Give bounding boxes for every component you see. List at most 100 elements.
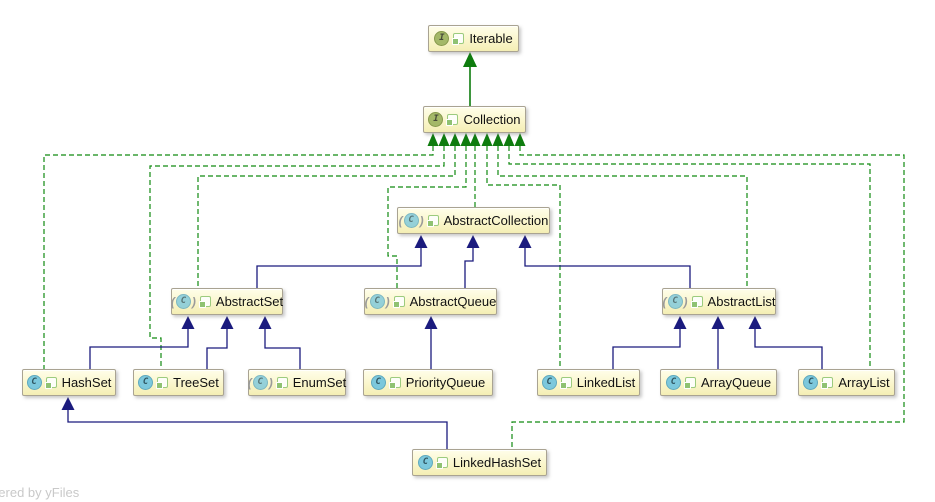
class-node-linkedlist[interactable]: C LinkedList [537, 369, 640, 396]
class-name-label: LinkedHashSet [452, 455, 542, 470]
class-node-priorityqueue[interactable]: C PriorityQueue [363, 369, 493, 396]
edge-abstractqueue-implements-collection [387, 146, 467, 288]
edge-arraylist-extends-abstractlist [754, 328, 823, 369]
edge-hashset-implements-collection [43, 146, 434, 369]
arrowhead-row-collection [427, 133, 526, 146]
class-node-abstractset[interactable]: ( C) AbstractSet [171, 288, 283, 315]
edge-abstractlist-extends-abstractcollection [524, 247, 691, 288]
extends-arrowheads [61, 235, 762, 410]
class-node-arraylist[interactable]: C ArrayList [798, 369, 895, 396]
class-name-label: PriorityQueue [405, 375, 486, 390]
edge-linkedhashset-extends-hashset [67, 409, 448, 449]
expand-toggle-icon[interactable] [156, 377, 169, 389]
class-icon-letter: C [374, 296, 380, 306]
expand-toggle-icon[interactable] [388, 377, 401, 389]
abstract-paren-left: ( [364, 294, 369, 309]
abstract-paren-right: ) [191, 294, 196, 309]
class-icon: C [417, 455, 433, 470]
abstract-paren-right: ) [385, 294, 390, 309]
edge-hashset-extends-abstractset [89, 328, 189, 369]
class-node-iterable[interactable]: I Iterable [428, 25, 519, 52]
edge-treeset-extends-abstractset [206, 328, 228, 369]
class-icon: C [26, 375, 42, 390]
class-name-label: ArrayQueue [700, 375, 772, 390]
yfiles-watermark: Powered by yFiles [0, 484, 120, 501]
abstract-class-icon: ( C) [663, 294, 688, 309]
yfiles-watermark-text: Powered by yFiles [0, 485, 80, 500]
class-node-enumset[interactable]: ( C) EnumSet [248, 369, 346, 396]
abstract-paren-left: ( [247, 375, 252, 390]
class-name-label: AbstractCollection [443, 213, 549, 228]
class-node-arrayqueue[interactable]: C ArrayQueue [660, 369, 777, 396]
expand-toggle-icon[interactable] [44, 377, 57, 389]
expand-toggle-icon[interactable] [275, 377, 288, 389]
class-icon-letter: C [408, 215, 414, 225]
edge-linkedhashset-implements-collection [511, 146, 905, 449]
class-name-label: AbstractList [707, 294, 776, 309]
interface-icon: I [434, 31, 450, 46]
class-node-hashset[interactable]: C HashSet [22, 369, 116, 396]
class-name-label: ArrayList [838, 375, 890, 390]
abstract-paren-left: ( [398, 213, 403, 228]
expand-toggle-icon[interactable] [559, 377, 572, 389]
class-node-collection[interactable]: I Collection [423, 106, 526, 133]
class-icon-letter: C [422, 457, 429, 467]
class-name-label: AbstractSet [215, 294, 284, 309]
edge-abstractqueue-extends-abstractcollection [464, 247, 474, 288]
class-name-label: Collection [463, 112, 521, 127]
class-icon-letter: C [672, 296, 678, 306]
class-node-abstractlist[interactable]: ( C) AbstractList [662, 288, 776, 315]
class-name-label: TreeSet [173, 375, 219, 390]
abstract-paren-right: ) [419, 213, 424, 228]
class-node-abstractqueue[interactable]: ( C) AbstractQueue [364, 288, 497, 315]
expand-toggle-icon[interactable] [198, 296, 211, 308]
edge-abstractlist-implements-collection [497, 146, 748, 288]
edge-abstractset-extends-abstractcollection [256, 247, 422, 288]
edge-enumset-extends-abstractset [264, 328, 301, 369]
class-node-abstractcollection[interactable]: ( C) AbstractCollection [397, 207, 550, 234]
abstract-paren-right: ) [268, 375, 273, 390]
expand-toggle-icon[interactable] [683, 377, 696, 389]
expand-toggle-icon[interactable] [435, 457, 448, 469]
abstract-paren-left: ( [170, 294, 175, 309]
class-icon: C [803, 375, 819, 390]
abstract-class-icon: ( C) [171, 294, 196, 309]
class-icon: C [370, 375, 386, 390]
abstract-paren-right: ) [683, 294, 688, 309]
class-icon: C [665, 375, 681, 390]
class-icon: C [138, 375, 154, 390]
expand-toggle-icon[interactable] [426, 215, 439, 227]
class-name-label: LinkedList [576, 375, 636, 390]
class-icon-letter: C [180, 296, 187, 306]
class-icon: C [541, 375, 557, 390]
arrowhead-iterable [463, 52, 477, 67]
edge-arraylist-implements-collection [508, 146, 871, 369]
class-name-label: EnumSet [292, 375, 347, 390]
class-icon-letter: C [257, 377, 263, 387]
class-icon-letter: C [670, 377, 677, 387]
expand-toggle-icon[interactable] [446, 114, 459, 126]
class-name-label: AbstractQueue [409, 294, 497, 309]
interface-icon-letter: I [433, 114, 439, 124]
expand-toggle-icon[interactable] [392, 296, 405, 308]
abstract-class-icon: ( C) [365, 294, 390, 309]
abstract-class-icon: ( C) [248, 375, 273, 390]
class-icon-letter: C [31, 377, 37, 387]
abstract-paren-left: ( [662, 294, 667, 309]
class-icon-letter: C [375, 377, 381, 387]
class-node-treeset[interactable]: C TreeSet [133, 369, 224, 396]
class-icon-letter: C [142, 377, 149, 387]
class-icon-letter: C [546, 377, 552, 387]
expand-toggle-icon[interactable] [452, 33, 465, 45]
expand-toggle-icon[interactable] [821, 377, 834, 389]
expand-toggle-icon[interactable] [690, 296, 703, 308]
class-icon-letter: C [808, 377, 814, 387]
interface-icon-letter: I [439, 33, 445, 43]
interface-icon: I [428, 112, 444, 127]
class-name-label: Iterable [469, 31, 513, 46]
edge-linkedlist-implements-collection [486, 146, 561, 369]
edge-treeset-implements-collection [149, 146, 445, 369]
class-node-linkedhashset[interactable]: C LinkedHashSet [412, 449, 547, 476]
